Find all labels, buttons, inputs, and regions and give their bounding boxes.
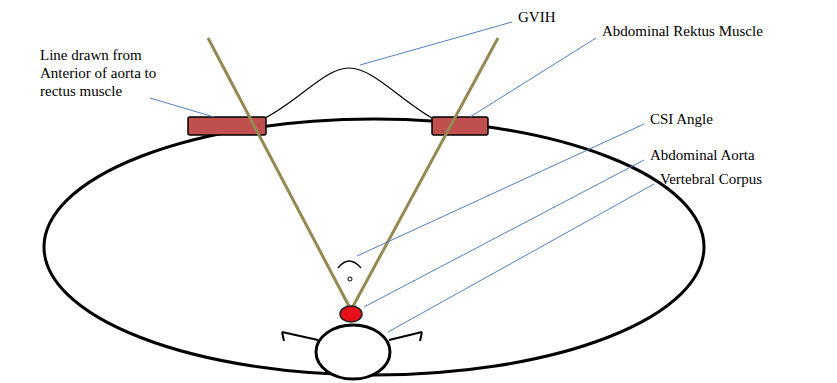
vertebral-body (316, 325, 390, 379)
angle-arc (338, 261, 361, 268)
hernia-label: GVIH (518, 8, 556, 26)
leader-line (388, 184, 654, 332)
hernia-sac (265, 68, 432, 118)
leader-line (360, 22, 512, 65)
rectus-muscle (432, 117, 488, 135)
csi-line (351, 38, 498, 310)
leader-line (470, 38, 596, 117)
angle-label: CSI Angle (650, 110, 713, 128)
bone-label: Vertebral Corpus (660, 170, 762, 188)
transverse-process (389, 332, 422, 341)
leader-line (364, 160, 644, 307)
line-note: Line drawn from Anterior of aorta to rec… (40, 46, 158, 100)
leader-line (357, 124, 644, 256)
csi-line (208, 38, 351, 310)
angle-dot (348, 277, 352, 281)
muscle-label: Abdominal Rektus Muscle (602, 22, 763, 40)
leader-line (150, 98, 214, 117)
transverse-process (282, 332, 318, 341)
vessel-label: Abdominal Aorta (650, 146, 755, 164)
aorta (340, 306, 362, 322)
